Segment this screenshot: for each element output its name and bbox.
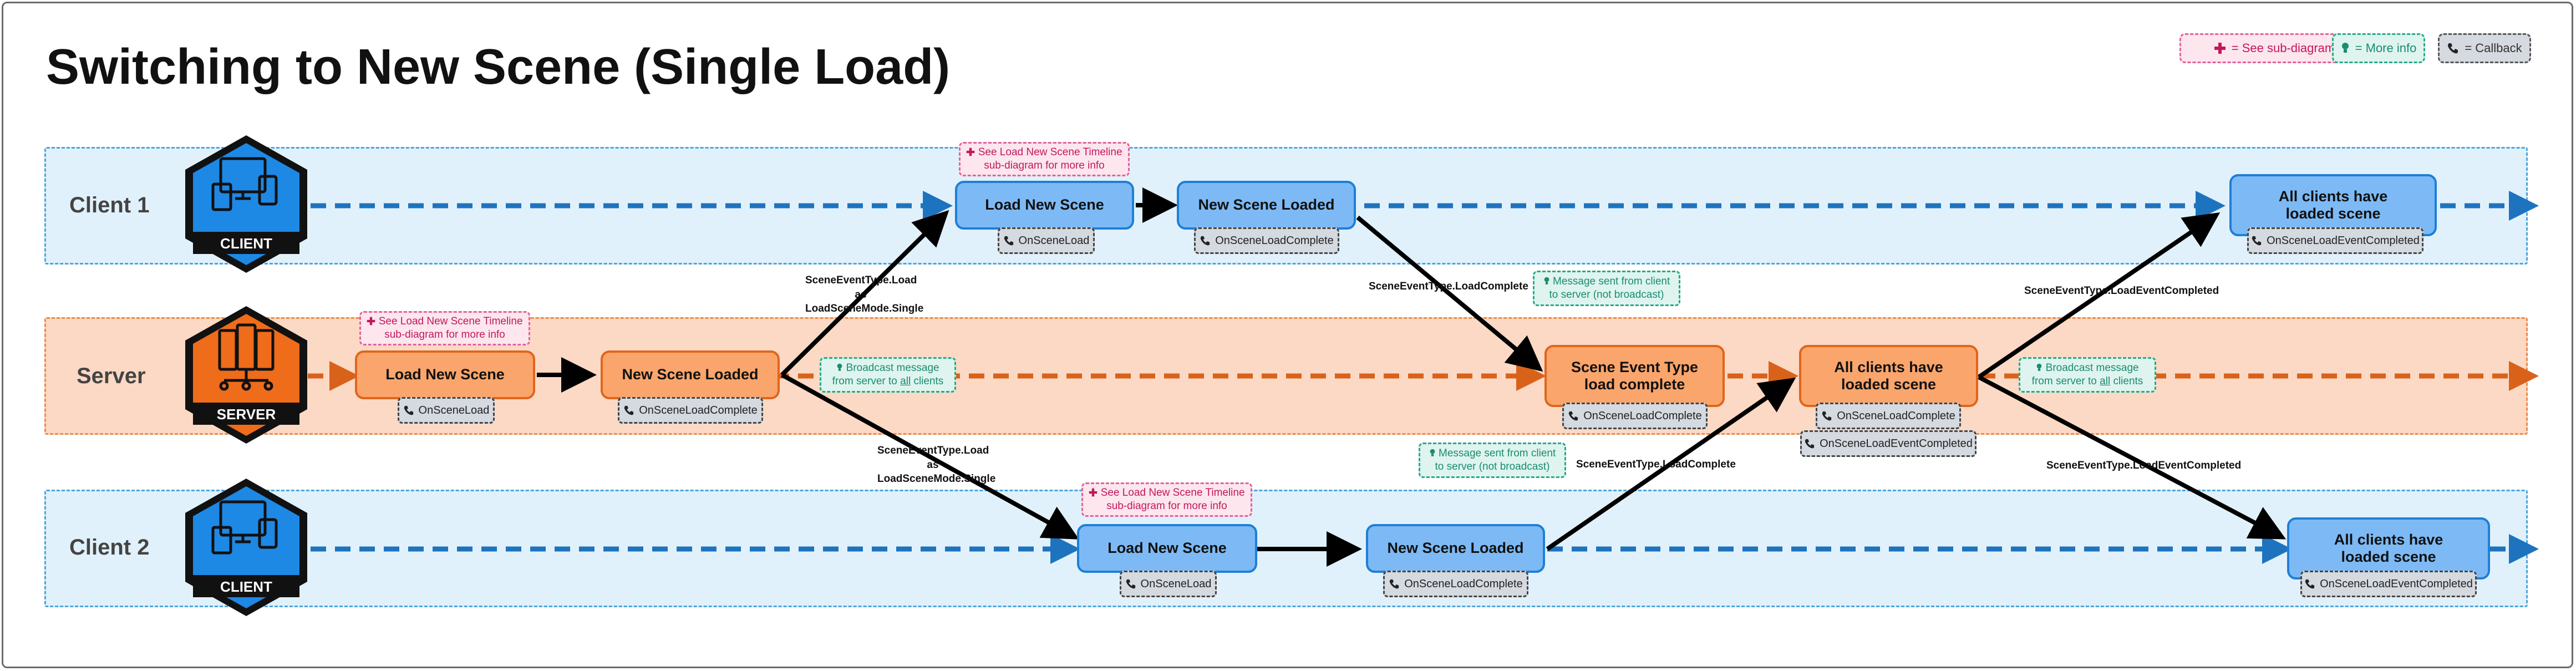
callback-server-all-onsceneloadcomplete: OnSceneLoadComplete bbox=[1816, 403, 1961, 429]
edge-label-loadcomplete-client2: SceneEventType.LoadComplete bbox=[1576, 459, 1736, 470]
client-2-badge: CLIENT bbox=[220, 578, 272, 595]
client-2-hexagon-icon: CLIENT bbox=[182, 475, 311, 619]
note-text: See Load New Scene Timeline sub-diagram … bbox=[378, 316, 523, 340]
node-server-load-complete[interactable]: Scene Event Type load complete bbox=[1544, 345, 1725, 407]
node-server-all-loaded[interactable]: All clients have loaded scene bbox=[1799, 345, 1978, 407]
phone-icon bbox=[404, 405, 413, 415]
phone-icon bbox=[1390, 579, 1399, 589]
plus-icon bbox=[967, 148, 975, 156]
server-badge: SERVER bbox=[216, 406, 276, 423]
node-server-new-scene-loaded[interactable]: New Scene Loaded bbox=[601, 350, 780, 399]
server-hexagon-icon: SERVER bbox=[182, 303, 311, 447]
note-client2-to-server: Message sent from client to server (not … bbox=[1419, 443, 1566, 478]
lightbulb-icon bbox=[2341, 43, 2349, 53]
client-1-hexagon-icon: CLIENT bbox=[182, 132, 311, 276]
callback-label: OnSceneLoadComplete bbox=[1215, 234, 1334, 247]
callback-label: OnSceneLoad bbox=[1018, 234, 1090, 247]
plus-icon bbox=[1089, 488, 1098, 497]
edge-label-loadeventcompleted-client1: SceneEventType.LoadEventCompleted bbox=[2024, 285, 2219, 297]
node-client2-load-new-scene[interactable]: Load New Scene bbox=[1077, 524, 1257, 573]
phone-icon bbox=[2305, 579, 2315, 589]
phone-icon bbox=[1004, 236, 1013, 246]
note-text: Message sent from client to server (not … bbox=[1435, 448, 1556, 472]
flow-arrows bbox=[537, 187, 2287, 567]
note-broadcast-2: Broadcast message from server to all cli… bbox=[2019, 357, 2156, 393]
note-text: See Load New Scene Timeline sub-diagram … bbox=[978, 146, 1122, 171]
callback-label: OnSceneLoadComplete bbox=[639, 404, 758, 416]
callback-label: OnSceneLoadComplete bbox=[1837, 409, 1955, 422]
phone-icon bbox=[1822, 411, 1832, 421]
phone-icon bbox=[1126, 579, 1135, 589]
callback-client2-onsceneloadcomplete: OnSceneLoadComplete bbox=[1383, 571, 1528, 597]
callback-server-all-onsceneloadeventcompleted: OnSceneLoadEventCompleted bbox=[1800, 430, 1977, 457]
node-client2-all-loaded[interactable]: All clients have loaded scene bbox=[2287, 517, 2490, 580]
note-text: See Load New Scene Timeline sub-diagram … bbox=[1100, 487, 1245, 512]
callback-label: OnSceneLoadEventCompleted bbox=[2267, 234, 2420, 247]
legend-callback-label: = Callback bbox=[2465, 41, 2522, 55]
diagram-title: Switching to New Scene (Single Load) bbox=[46, 39, 951, 95]
note-text: clients bbox=[2110, 375, 2143, 387]
phone-icon bbox=[2252, 236, 2262, 246]
lightbulb-icon bbox=[1544, 277, 1549, 285]
note-text-underlined: all bbox=[2100, 375, 2111, 387]
lightbulb-icon bbox=[2037, 363, 2042, 372]
callback-label: OnSceneLoad bbox=[1140, 577, 1212, 590]
lane-label-client-1: Client 1 bbox=[69, 193, 150, 217]
phone-icon bbox=[1569, 411, 1578, 421]
callback-client1-onsceneloadeventcompleted: OnSceneLoadEventCompleted bbox=[2247, 227, 2423, 254]
edge-label-loadeventcompleted-client2: SceneEventType.LoadEventCompleted bbox=[2046, 460, 2242, 471]
legend-callback: = Callback bbox=[2438, 33, 2531, 63]
callback-label: OnSceneLoadComplete bbox=[1583, 409, 1702, 422]
callback-server-event-onsceneloadcomplete: OnSceneLoadComplete bbox=[1562, 403, 1708, 429]
note-text: Broadcast message from server to bbox=[2031, 362, 2139, 387]
callback-server-onsceneloadcomplete: OnSceneLoadComplete bbox=[618, 397, 763, 424]
callback-label: OnSceneLoadComplete bbox=[1404, 577, 1523, 590]
note-subdiagram-client2[interactable]: See Load New Scene Timeline sub-diagram … bbox=[1081, 482, 1252, 517]
note-subdiagram-client1[interactable]: See Load New Scene Timeline sub-diagram … bbox=[959, 142, 1130, 176]
callback-client1-onsceneload: OnSceneLoad bbox=[998, 227, 1095, 254]
callback-client2-onsceneloadeventcompleted: OnSceneLoadEventCompleted bbox=[2300, 571, 2477, 597]
note-subdiagram-server[interactable]: See Load New Scene Timeline sub-diagram … bbox=[359, 311, 530, 345]
note-text: Message sent from client to server (not … bbox=[1549, 276, 1670, 301]
phone-icon bbox=[1805, 439, 1815, 449]
edge-label-load-client2: SceneEventType.Load as LoadSceneMode.Sin… bbox=[877, 445, 996, 485]
note-text-underlined: all bbox=[900, 375, 911, 387]
note-broadcast-1: Broadcast message from server to all cli… bbox=[820, 357, 956, 393]
callback-label: OnSceneLoadEventCompleted bbox=[1820, 437, 1973, 450]
node-client1-load-new-scene[interactable]: Load New Scene bbox=[955, 181, 1134, 230]
legend-more-info: = More info bbox=[2332, 33, 2425, 63]
callback-label: OnSceneLoadEventCompleted bbox=[2320, 577, 2473, 590]
node-client2-new-scene-loaded[interactable]: New Scene Loaded bbox=[1366, 524, 1545, 573]
callback-label: OnSceneLoad bbox=[418, 404, 490, 416]
edge-label-load-client1: SceneEventType.Load as LoadSceneMode.Sin… bbox=[805, 274, 924, 315]
legend-more-info-label: = More info bbox=[2355, 41, 2417, 55]
note-client1-to-server: Message sent from client to server (not … bbox=[1533, 271, 1680, 306]
node-server-load-new-scene[interactable]: Load New Scene bbox=[355, 350, 535, 399]
callback-server-onsceneload: OnSceneLoad bbox=[398, 397, 495, 424]
phone-icon bbox=[1201, 236, 1210, 246]
lane-label-server: Server bbox=[77, 364, 146, 388]
client-1-badge: CLIENT bbox=[220, 235, 272, 252]
phone-icon bbox=[2448, 43, 2458, 54]
legend-sub-diagram-label: = See sub-diagram bbox=[2231, 41, 2335, 55]
node-client1-new-scene-loaded[interactable]: New Scene Loaded bbox=[1177, 181, 1356, 230]
lightbulb-icon bbox=[1430, 449, 1435, 457]
note-text: Broadcast message from server to bbox=[832, 362, 939, 387]
plus-icon bbox=[367, 317, 375, 326]
callback-client2-onsceneload: OnSceneLoad bbox=[1120, 571, 1217, 597]
lane-label-client-2: Client 2 bbox=[69, 535, 150, 560]
phone-icon bbox=[624, 405, 634, 415]
lightbulb-icon bbox=[837, 363, 842, 372]
note-text: clients bbox=[911, 375, 944, 387]
plus-icon bbox=[2214, 43, 2226, 54]
edge-label-loadcomplete-client1: SceneEventType.LoadComplete bbox=[1369, 281, 1528, 292]
callback-client1-onsceneloadcomplete: OnSceneLoadComplete bbox=[1194, 227, 1339, 254]
